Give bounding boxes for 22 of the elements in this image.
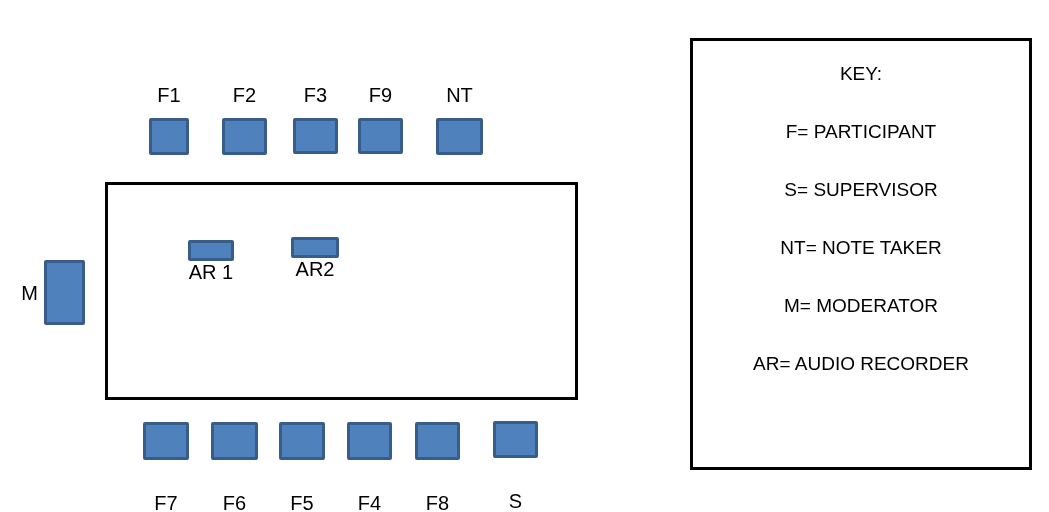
key-entry: M= MODERATOR — [784, 295, 938, 318]
seat-label: AR2 — [295, 258, 335, 280]
seat-label: F8 — [425, 492, 450, 512]
seat-label: F7 — [154, 492, 178, 512]
seat-label: F1 — [157, 84, 181, 106]
seat-label: S — [508, 490, 523, 512]
key-entry: NT= NOTE TAKER — [780, 237, 942, 260]
seat-label: F5 — [290, 492, 314, 512]
seat-label: F4 — [357, 492, 382, 512]
seat-label: NT — [446, 84, 473, 106]
key-entry: S= SUPERVISOR — [784, 179, 938, 202]
seat-label: F3 — [303, 84, 328, 106]
seat-label: AR 1 — [188, 261, 234, 283]
key-panel — [690, 38, 1032, 470]
seat-label: M — [21, 281, 38, 304]
seat-label: F9 — [368, 84, 393, 106]
seat-label: F6 — [222, 492, 247, 512]
key-heading: KEY: — [839, 63, 883, 86]
key-entry: AR= AUDIO RECORDER — [753, 353, 969, 376]
table — [105, 182, 578, 400]
seat-label: F2 — [232, 84, 257, 106]
key-entry: F= PARTICIPANT — [785, 121, 937, 144]
